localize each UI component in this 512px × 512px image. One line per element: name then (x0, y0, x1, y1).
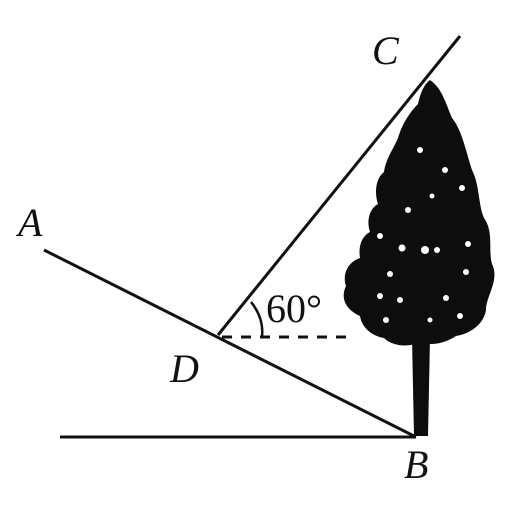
point-label-C: C (372, 28, 400, 73)
point-label-B: B (404, 442, 428, 487)
foliage-highlights (377, 147, 471, 323)
angle-label: 60° (266, 286, 322, 331)
line-DC (216, 35, 462, 336)
tree (343, 80, 495, 436)
point-label-D: D (169, 346, 199, 391)
tree-foliage (343, 80, 495, 346)
line-AB (43, 248, 417, 439)
tree-trunk (412, 338, 430, 436)
angle-arc (250, 301, 264, 338)
point-label-A: A (15, 200, 43, 245)
